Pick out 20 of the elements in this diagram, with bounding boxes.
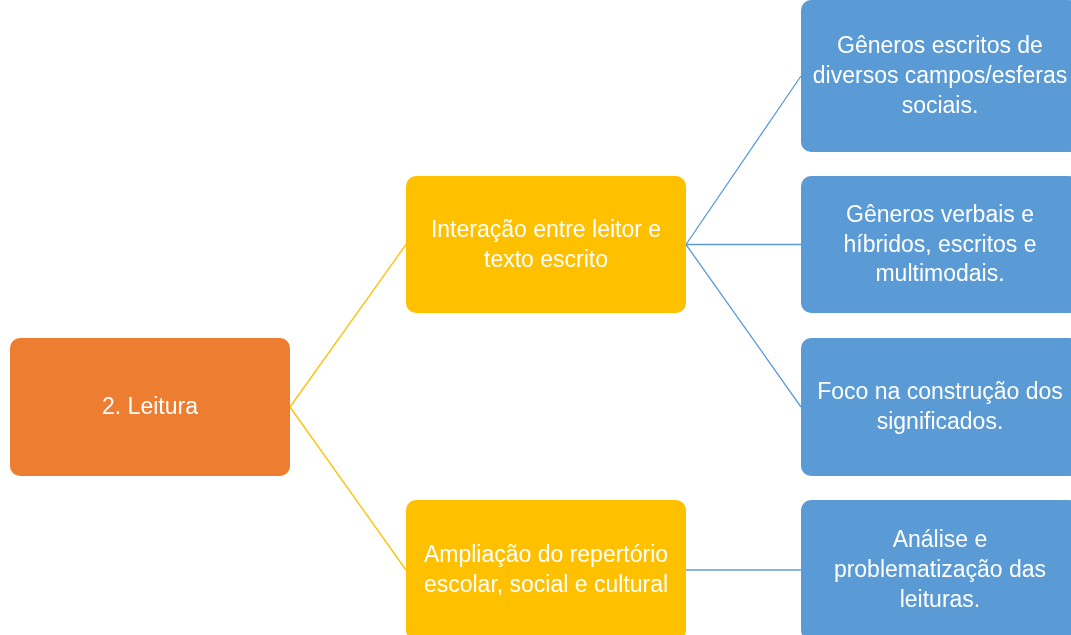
topic-box	[801, 0, 1071, 152]
box-text: Gêneros escritos de diversos campos/esferas sociais.	[811, 31, 1069, 120]
box-text: 2. Leitura	[102, 392, 198, 422]
box-text: Ampliação do repertório escolar, social e cultural	[422, 540, 670, 599]
connector-line	[685, 243, 802, 246]
box-text: Gêneros verbais e híbridos, escritos e multimodais.	[842, 199, 1038, 289]
topic-box	[801, 176, 1071, 313]
topic-box	[406, 176, 686, 313]
topic-box	[801, 500, 1071, 635]
topic-box	[10, 338, 290, 476]
box-text: Análise e problematização das leituras.	[832, 525, 1048, 614]
connector-line	[685, 75, 802, 246]
connector-line	[289, 406, 407, 571]
connector-line	[289, 243, 407, 408]
topic-box	[801, 338, 1071, 476]
connector-line	[685, 243, 802, 408]
connector-line	[685, 569, 802, 571]
box-text: Interação entre leitor e texto escrito	[429, 214, 663, 274]
box-text: Foco na construção dos significados.	[816, 377, 1064, 436]
topic-box	[406, 500, 686, 635]
